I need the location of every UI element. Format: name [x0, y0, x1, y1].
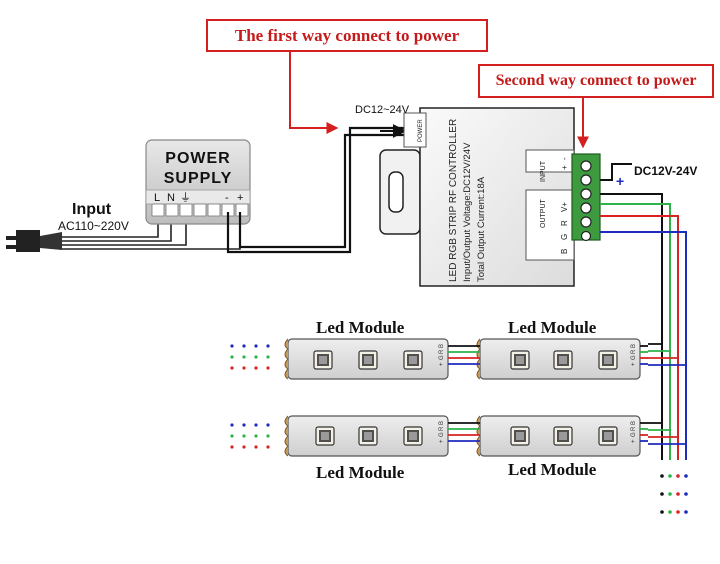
bus-continuation	[660, 474, 688, 514]
controller-body	[379, 107, 575, 287]
output-wires	[600, 163, 687, 460]
strip-pin-label: +	[631, 439, 637, 443]
led-module-label-top-left: Led Module	[316, 318, 405, 337]
terminal-block	[571, 153, 601, 242]
led-strip-top-left	[284, 338, 449, 380]
input-voltage: AC110~220V	[58, 219, 129, 233]
input-label: Input	[72, 201, 112, 218]
bus-taps	[648, 343, 686, 445]
strip-pin-label: R	[439, 349, 445, 354]
controller-pin-r: R	[560, 220, 569, 226]
controller-pin-plus: +	[560, 165, 569, 170]
controller-line2: Input/Output Voltage:DC12V/24V	[462, 142, 473, 282]
led-strip-bottom-right	[476, 415, 641, 457]
strip-pin-label: R	[631, 349, 637, 354]
led-module-label-bottom-left: Led Module	[316, 463, 405, 482]
ps-terminal-plus: +	[237, 192, 243, 204]
strip-pin-label: R	[631, 426, 637, 431]
led-strip-bottom-left	[284, 415, 449, 457]
controller-pin-vplus: V+	[560, 202, 569, 212]
terminal-plus-sign: +	[616, 173, 624, 189]
first-way-callout: The first way connect to power	[206, 19, 488, 52]
ps-title-1: POWER	[165, 150, 230, 167]
controller-pin-b: B	[560, 249, 569, 254]
controller-line3: Total Output Current:18A	[476, 176, 487, 282]
strip-pin-label: B	[439, 344, 445, 348]
strip-pin-label: +	[439, 362, 445, 366]
strip-pin-label: B	[631, 344, 637, 348]
strip-pin-label: G	[631, 432, 637, 437]
strip-pin-label: G	[439, 432, 445, 437]
strip-pin-label: +	[439, 439, 445, 443]
controller-pin-g: G	[560, 234, 569, 240]
first-way-arrow	[289, 50, 339, 134]
controller-pin-minus: -	[560, 157, 569, 160]
controller-power-label: POWER	[418, 119, 424, 142]
led-module-label-top-right: Led Module	[508, 318, 597, 337]
led-strip-top-right	[476, 338, 641, 380]
ac-plug	[6, 230, 62, 252]
power-supply-body	[145, 139, 251, 225]
ps-terminal-ground: ⏚	[180, 191, 191, 204]
strip-connectors	[448, 345, 648, 442]
ps-terminal-l: L	[154, 192, 160, 204]
ps-terminal-n: N	[167, 192, 175, 204]
led-module-label-bottom-right: Led Module	[508, 460, 597, 479]
terminal-minus-sign: -	[618, 155, 623, 172]
strip-pin-label: B	[439, 421, 445, 425]
strip-pin-label: R	[439, 426, 445, 431]
controller-line1: LED RGB STRIP RF CONTROLLER	[448, 119, 459, 282]
dc-jack-label: DC12~24V	[355, 104, 410, 116]
ps-title-2: SUPPLY	[164, 170, 233, 187]
dc-cables	[226, 126, 404, 254]
dc-terminal-label: DC12V-24V	[634, 164, 697, 178]
controller-input-label: INPUT	[540, 160, 547, 182]
controller-output-label: OUTPUT	[540, 199, 547, 229]
second-way-callout: Second way connect to power	[478, 64, 714, 98]
strip-pin-label: G	[439, 355, 445, 360]
strip-continuation-dots	[230, 344, 270, 449]
strip-pin-label: B	[631, 421, 637, 425]
strip-pin-label: G	[631, 355, 637, 360]
ps-terminal-minus: -	[225, 192, 229, 204]
strip-pin-label: +	[631, 362, 637, 366]
